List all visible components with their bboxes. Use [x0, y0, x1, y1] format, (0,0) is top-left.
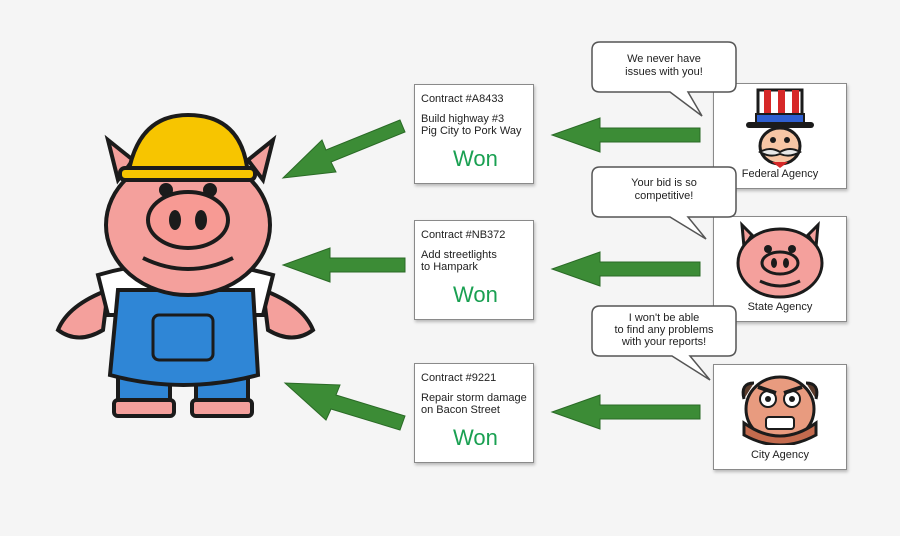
bubble-text-line1: We never have — [627, 53, 701, 65]
pig-face-icon — [736, 221, 824, 299]
speech-bubble-shape — [591, 305, 737, 381]
grumpy-man-icon — [741, 375, 819, 445]
bubble-text-line3: with your reports! — [621, 336, 707, 348]
bubble-text-line2: competitive! — [634, 190, 694, 202]
bubble-text-line1: I won't be able — [628, 312, 700, 324]
contract-number: Contract #9221 — [421, 372, 497, 384]
contract-card: Contract #9221 Repair storm damage on Ba… — [414, 363, 534, 463]
arrow-city-to-contract — [550, 394, 701, 430]
contractor-pig-illustration — [55, 112, 316, 418]
arrow-contract1-to-pig — [281, 119, 406, 179]
contract-description-line1: Build highway #3 — [421, 113, 505, 125]
agency-label: State Agency — [747, 301, 813, 313]
speech-bubble-shape — [591, 41, 737, 117]
contract-card: Contract #NB372 Add streetlights to Hamp… — [414, 220, 534, 320]
federal-speech-bubble: We never have issues with you! — [590, 40, 738, 122]
contract-status: Won — [453, 282, 498, 307]
arrow-contract3-to-pig — [283, 382, 406, 431]
contract-description-line2: on Bacon Street — [421, 404, 500, 416]
contract-number: Contract #NB372 — [421, 229, 506, 241]
uncle-sam-icon — [746, 88, 814, 168]
agency-label: Federal Agency — [741, 168, 819, 180]
contract-status: Won — [453, 425, 498, 450]
state-agency-card: State Agency — [713, 216, 847, 322]
city-speech-bubble: I won't be able to find any problems wit… — [590, 304, 738, 386]
arrow-contract2-to-pig — [281, 247, 406, 283]
speech-bubble-shape — [591, 166, 737, 240]
contract-description-line2: to Hampark — [421, 261, 478, 273]
bubble-text-line1: Your bid is so — [631, 177, 697, 189]
contract-card: Contract #A8433 Build highway #3 Pig Cit… — [414, 84, 534, 184]
bubble-text-line2: issues with you! — [625, 66, 703, 78]
arrow-federal-to-contract — [550, 117, 701, 153]
contract-description-line2: Pig City to Pork Way — [421, 125, 522, 137]
state-speech-bubble: Your bid is so competitive! — [590, 165, 738, 247]
contract-description-line1: Add streetlights — [421, 249, 497, 261]
contract-number: Contract #A8433 — [421, 93, 504, 105]
arrow-state-to-contract — [550, 251, 701, 287]
city-agency-card: City Agency — [713, 364, 847, 470]
contract-description-line1: Repair storm damage — [421, 392, 527, 404]
agency-label: City Agency — [750, 449, 810, 461]
contract-status: Won — [453, 146, 498, 171]
bubble-text-line2: to find any problems — [614, 324, 714, 336]
